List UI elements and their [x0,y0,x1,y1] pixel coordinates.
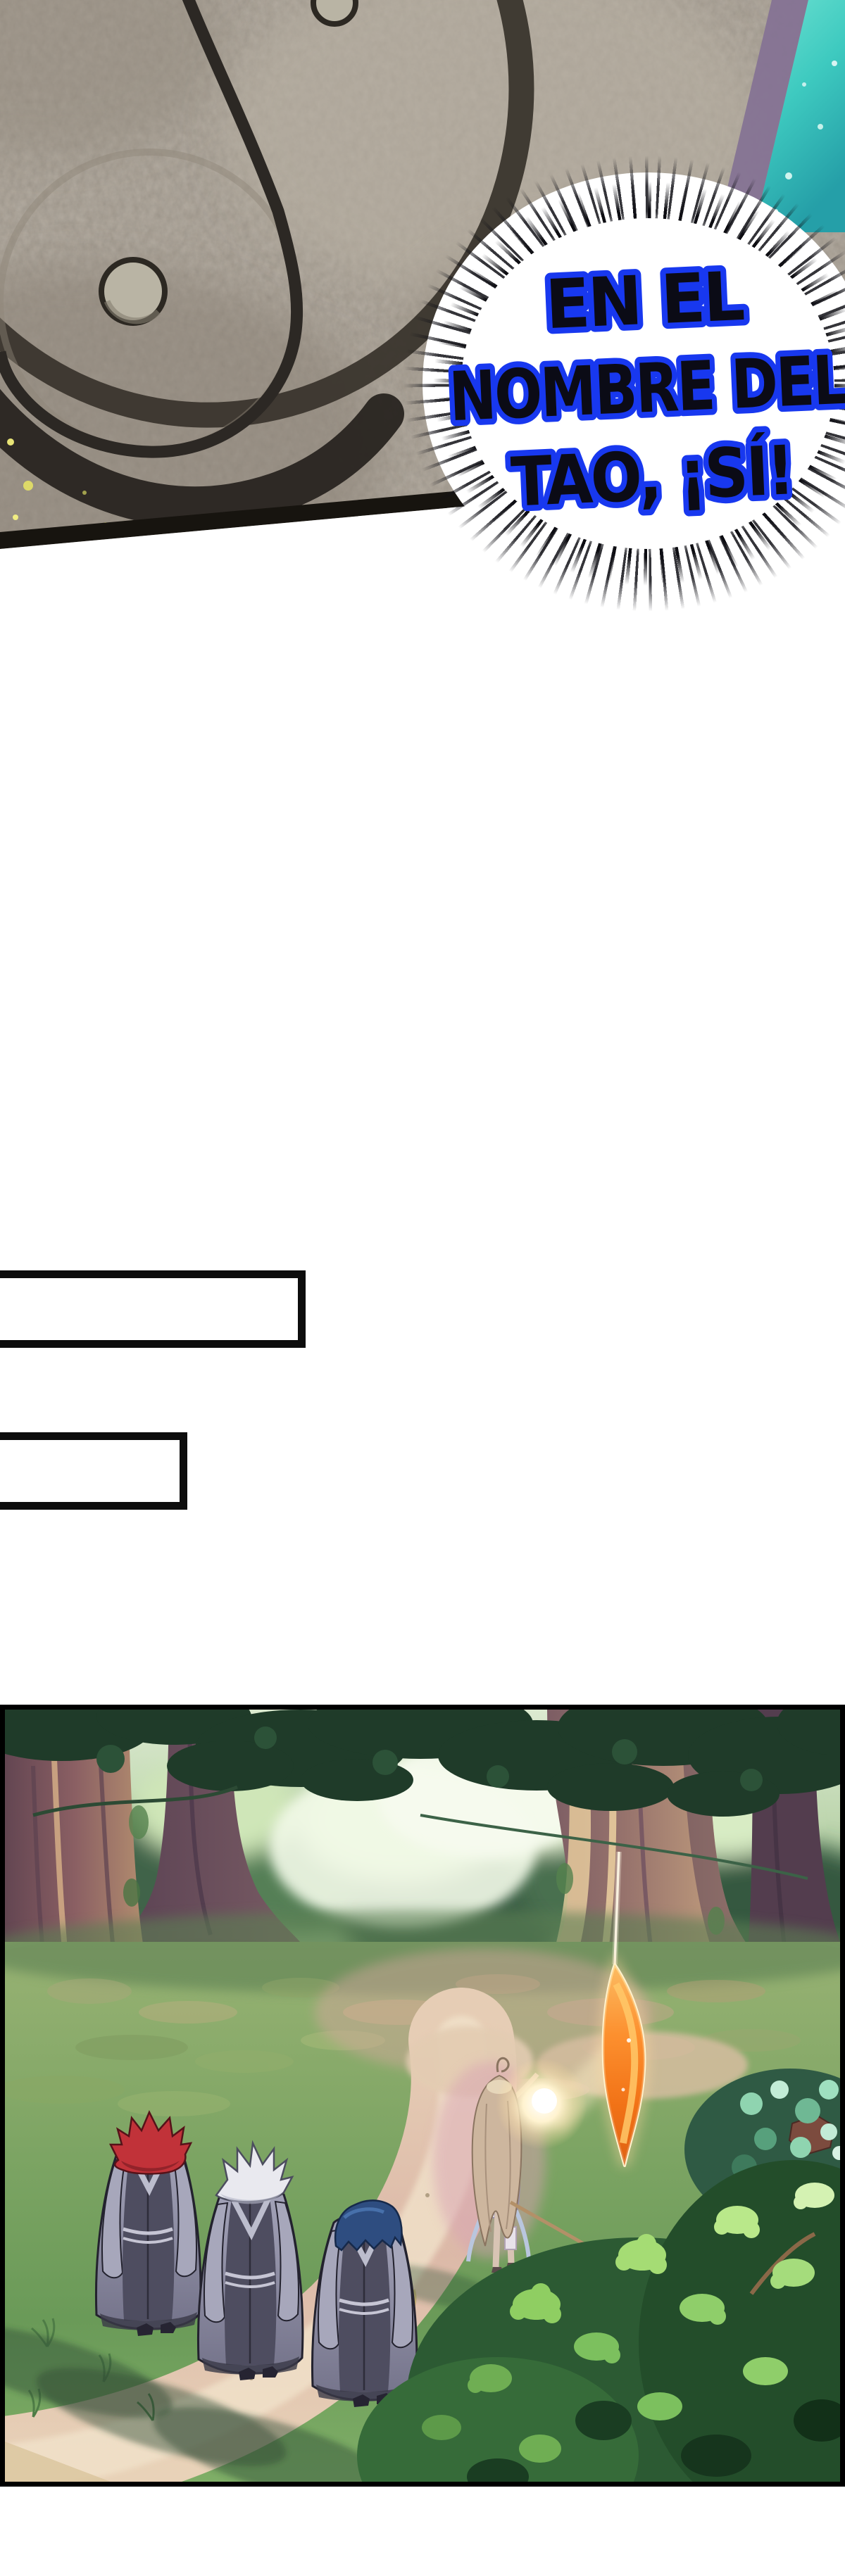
narration-box-2-text [0,1440,180,1451]
burst-speech-text: EN EL NOMBRE DEL TAO, ¡SÍ! [442,251,845,529]
ahoge [496,2057,510,2073]
white-haired-disciple [198,2140,302,2380]
narration-box-1 [0,1270,306,1348]
burst-bubble-core [461,218,834,549]
glowing-orange-talisman [496,1851,651,2168]
red-haired-disciple [96,2110,200,2336]
red-hair [108,2110,193,2175]
burst-line-1: EN EL [544,257,745,344]
spear-shaft [509,2200,596,2252]
bush-leaf-highlights [422,2183,834,2463]
yinyang-dot-upper [311,0,358,27]
blue-haired-disciple [312,2199,416,2407]
forest-scene [5,1710,840,2482]
yinyang-carving [0,0,534,528]
foreground-bush [357,2160,840,2482]
forest-panel [0,1705,845,2487]
burst-line-2: NOMBRE DEL [448,341,845,437]
narration-box-1-text [0,1278,298,1289]
bush-branch [749,2232,816,2295]
canopy-foliage [5,1710,840,1880]
vine [420,1814,808,1880]
narration-box-2 [0,1432,187,1510]
burst-line-3: TAO, ¡SÍ! [509,430,794,522]
